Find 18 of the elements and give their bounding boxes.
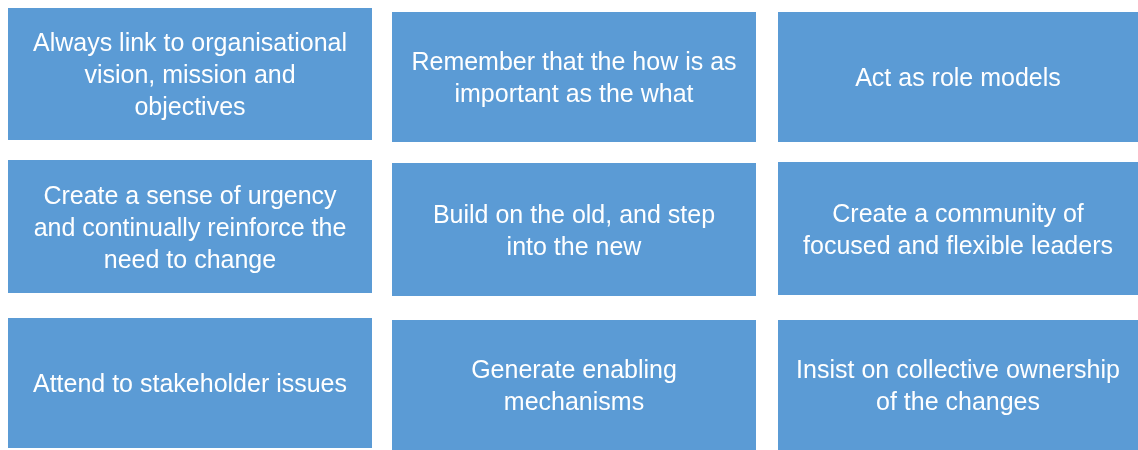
box-text: Act as role models [855,62,1061,93]
box-text: Build on the old, and step into the new [431,198,717,262]
text-box [8,160,372,293]
text-box [392,12,756,142]
box-text: Remember that the how is as important as the what [410,46,738,109]
text-box [778,12,1138,142]
box-text: Insist on collective ownership of the changes [796,354,1120,417]
text-box [8,318,372,448]
text-box [392,163,756,296]
text-box [778,162,1138,295]
box-text: Generate enabling mechanisms [470,354,678,417]
box-text: Create a sense of urgency and continually reinforce the need to change [32,179,348,275]
text-box [8,8,372,140]
box-text: Attend to stakeholder issues [32,368,348,399]
text-box [778,320,1138,450]
box-text: Create a community of focused and flexible leaders [802,197,1114,261]
box-text: Always link to organisational vision, mission and objectives [31,27,349,122]
text-box [392,320,756,450]
